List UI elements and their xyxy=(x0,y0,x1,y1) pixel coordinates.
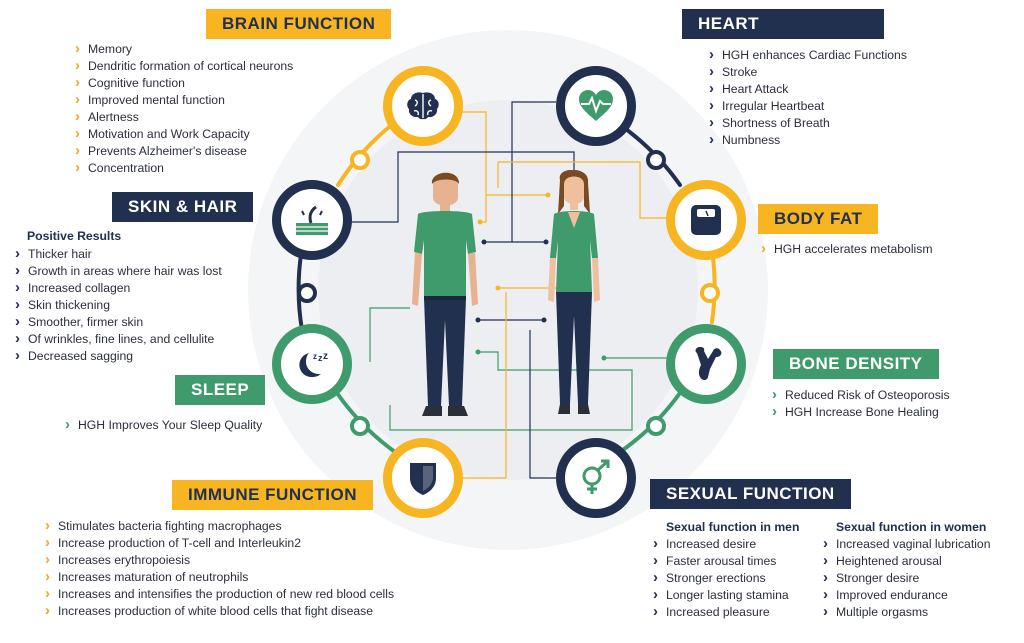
body-fat-title: BODY FAT xyxy=(758,204,879,234)
sexual-node xyxy=(556,438,636,518)
list-item: Growth in areas where hair was lost xyxy=(14,262,222,280)
sexual-women-list: Increased vaginal lubrication Heightened… xyxy=(822,535,990,621)
bone-node xyxy=(666,324,746,404)
list-item: Increased desire xyxy=(652,535,789,553)
svg-text:z: z xyxy=(323,351,328,362)
bone-density-list: Reduced Risk of Osteoporosis HGH Increas… xyxy=(771,386,950,421)
skin-hair-subtitle: Positive Results xyxy=(27,229,122,243)
list-item: HGH Increase Bone Healing xyxy=(771,403,950,421)
connector-dot-bone-sexual xyxy=(646,416,666,436)
list-item: Heart Attack xyxy=(708,80,907,98)
connector-dot-skin-sleep xyxy=(297,283,317,303)
list-item: Improved endurance xyxy=(822,586,990,604)
list-item: Alertness xyxy=(74,108,293,126)
body-fat-node xyxy=(666,180,746,260)
skin-hair-node xyxy=(272,180,352,260)
list-item: Increases maturation of neutrophils xyxy=(44,568,394,586)
gender-symbols-icon xyxy=(577,459,615,497)
list-item: Dendritic formation of cortical neurons xyxy=(74,57,293,75)
bone-icon xyxy=(687,345,725,383)
brain-function-list: Memory Dendritic formation of cortical n… xyxy=(74,40,293,177)
list-item: Reduced Risk of Osteoporosis xyxy=(771,386,950,404)
sleep-node: z z z xyxy=(272,324,352,404)
sexual-function-title: SEXUAL FUNCTION xyxy=(650,479,851,509)
list-item: Increases production of white blood cell… xyxy=(44,602,394,620)
list-item: Stronger desire xyxy=(822,569,990,587)
list-item: HGH accelerates metabolism xyxy=(760,240,933,258)
list-item: Concentration xyxy=(74,159,293,177)
background-circle-inner xyxy=(318,100,698,480)
list-item: Numbness xyxy=(708,131,907,149)
list-item: Increased pleasure xyxy=(652,603,789,621)
svg-text:z: z xyxy=(313,352,317,361)
skin-hair-list: Thicker hair Growth in areas where hair … xyxy=(14,245,222,365)
heart-title: HEART xyxy=(682,9,884,39)
immune-node xyxy=(383,438,463,518)
list-item: HGH enhances Cardiac Functions xyxy=(708,46,907,64)
list-item: Prevents Alzheimer's disease xyxy=(74,142,293,160)
sexual-women-title: Sexual function in women xyxy=(836,520,987,534)
list-item: Memory xyxy=(74,40,293,58)
list-item: Increased vaginal lubrication xyxy=(822,535,990,553)
heart-list: HGH enhances Cardiac Functions Stroke He… xyxy=(708,46,907,149)
list-item: Irregular Heartbeat xyxy=(708,97,907,115)
list-item: Skin thickening xyxy=(14,296,222,314)
list-item: Heightened arousal xyxy=(822,552,990,570)
connector-dot-brain-skin xyxy=(350,150,370,170)
connector-dot-sleep-immune xyxy=(350,416,370,436)
male-figure xyxy=(412,172,478,416)
list-item: Increase production of T-cell and Interl… xyxy=(44,534,394,552)
skin-hair-icon xyxy=(293,201,331,239)
list-item: HGH Improves Your Sleep Quality xyxy=(64,416,262,434)
connector-dot-fat-bone xyxy=(700,283,720,303)
sleep-title: SLEEP xyxy=(175,375,266,405)
list-item: Thicker hair xyxy=(14,245,222,263)
brain-icon xyxy=(404,87,442,125)
body-fat-list: HGH accelerates metabolism xyxy=(760,240,933,258)
list-item: Smoother, firmer skin xyxy=(14,313,222,331)
heart-node xyxy=(556,66,636,146)
list-item: Stronger erections xyxy=(652,569,789,587)
sexual-men-list: Increased desire Faster arousal times St… xyxy=(652,535,789,621)
list-item: Stimulates bacteria fighting macrophages xyxy=(44,517,394,535)
list-item: Faster arousal times xyxy=(652,552,789,570)
list-item: Shortness of Breath xyxy=(708,114,907,132)
list-item: Decreased sagging xyxy=(14,347,222,365)
brain-node xyxy=(383,66,463,146)
immune-function-title: IMMUNE FUNCTION xyxy=(172,480,373,510)
bone-density-title: BONE DENSITY xyxy=(773,349,939,379)
connector-dot-heart-fat xyxy=(646,150,666,170)
list-item: Of wrinkles, fine lines, and cellulite xyxy=(14,330,222,348)
heart-pulse-icon xyxy=(577,87,615,125)
brain-function-title: BRAIN FUNCTION xyxy=(206,9,392,39)
skin-hair-title: SKIN & HAIR xyxy=(112,192,254,222)
list-item: Increases erythropoiesis xyxy=(44,551,394,569)
list-item: Cognitive function xyxy=(74,74,293,92)
moon-sleep-icon: z z z xyxy=(293,345,331,383)
list-item: Improved mental function xyxy=(74,91,293,109)
list-item: Increased collagen xyxy=(14,279,222,297)
svg-text:z: z xyxy=(318,353,323,363)
sleep-list: HGH Improves Your Sleep Quality xyxy=(64,416,262,434)
list-item: Motivation and Work Capacity xyxy=(74,125,293,143)
sexual-men-title: Sexual function in men xyxy=(666,520,800,534)
scale-icon xyxy=(687,201,725,239)
list-item: Stroke xyxy=(708,63,907,81)
immune-function-list: Stimulates bacteria fighting macrophages… xyxy=(44,517,394,620)
list-item: Longer lasting stamina xyxy=(652,586,789,604)
list-item: Increases and intensifies the production… xyxy=(44,585,394,603)
list-item: Multiple orgasms xyxy=(822,603,990,621)
shield-icon xyxy=(404,459,442,497)
female-figure xyxy=(548,170,600,414)
